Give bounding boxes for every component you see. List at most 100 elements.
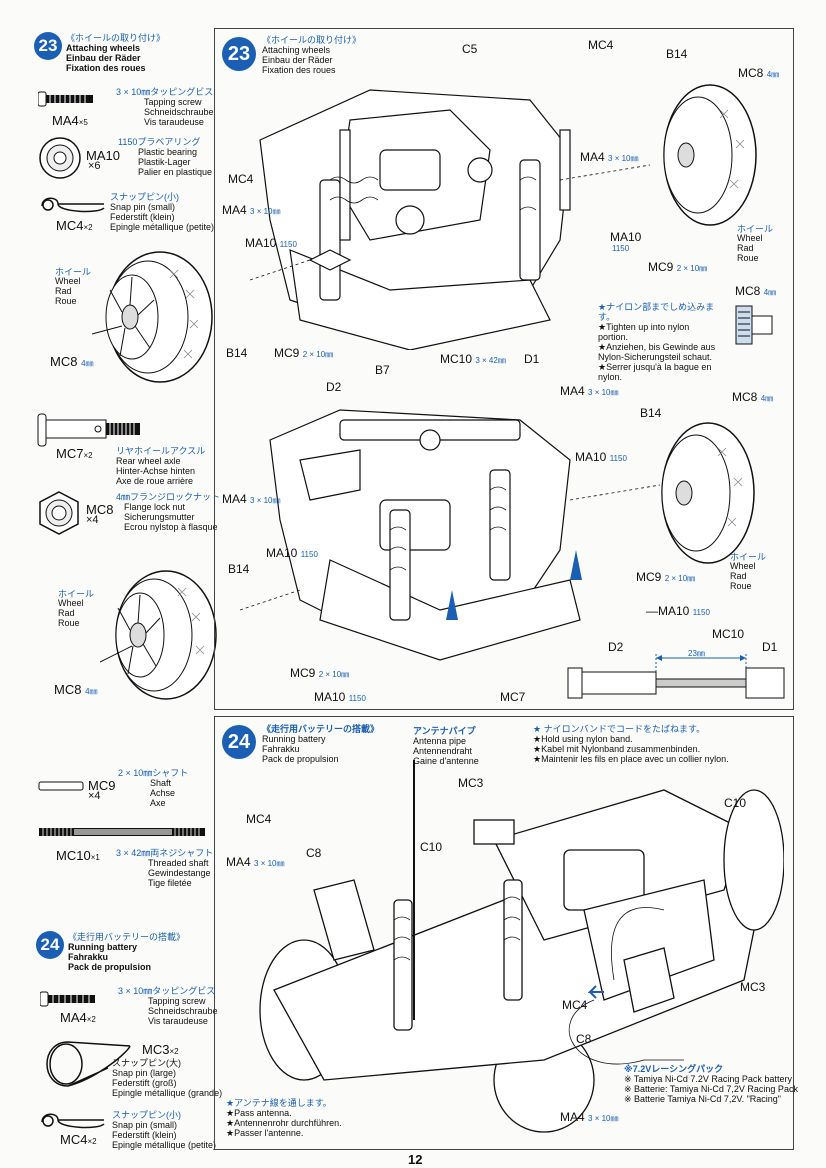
label-mc3-top: MC3 [458,776,484,790]
panel-23-badge: 23 [222,37,256,71]
battery-en: ※ Tamiya Ni-Cd 7.2V Racing Pack battery [624,1074,792,1084]
part-qty-ma10: ×6 [88,160,101,172]
part-fr-mc4-24: Epingle métallique (petite) [112,1140,217,1150]
label-ma10-lower-left: MA10 1150 [266,546,318,560]
part-de-ma4-24: Schneidschraube [148,1006,218,1016]
front-chassis-illustration [249,89,650,350]
nylon-band-en: ★Hold using nylon band. [533,734,633,744]
part-code-mc10: MC10×1 [56,848,100,863]
wheel-en-right: Wheel [737,233,763,243]
part-spec-mc10: 3 × 42㎜両ネジシャフト [116,848,214,858]
nylon-note-de: ★Anziehen, bis Gewinde aus Nylon-Sicheru… [598,342,716,362]
part-desc-mc8: 4㎜フランジロックナット Flange lock nut Sicherungsm… [116,492,220,532]
pass-antenna-note: ★アンテナ線を通します。 ★Pass antenna. ★Antennenroh… [226,1098,342,1138]
label-mc9-lower-left: MC9 2 × 10㎜ [290,666,350,680]
panel-24-title-de: Fahrakku [262,744,300,754]
snap-pin-small-icon-2 [41,1113,105,1129]
label-ma4-24-bottom: MA4 3 × 10㎜ [560,1110,619,1124]
wheel-en-right2: Wheel [730,561,756,571]
nylon-note-fr: ★Serrer jusqu'à la bague en nylon. [598,362,712,382]
part-fr-mc10: Tige filetée [148,878,192,888]
label-c10-top: C10 [724,796,747,810]
label-mc8-left2: MC8 4㎜ [54,682,98,697]
label-ma10-upper-right: MA10 [610,230,642,244]
panel-23-title-en: Attaching wheels [262,45,331,55]
label-ma4-lower-left: MA4 3 × 10㎜ [222,492,281,506]
panel-24-title-jp: 《走行用バッテリーの搭載》 [262,724,380,734]
step-24-title-en: Running battery [68,942,137,952]
part-en-mc4: Snap pin (small) [110,202,176,212]
part-spec-mc9: 2 × 10㎜シャフト [118,768,189,778]
part-desc-mc7: リヤホイールアクスル Rear wheel axle Hinter-Achse … [116,446,205,486]
pass-antenna-fr: ★Passer l'antenne. [226,1128,304,1138]
dimension-23mm: 23㎜ [688,649,705,658]
label-ma4-upper-right: MA4 3 × 10㎜ [580,150,639,164]
label-c8-bottom: C8 [576,1032,592,1046]
wheel-label-jp-right2: ホイール [730,552,767,562]
part-en-mc3: Snap pin (large) [112,1068,177,1078]
label-mc9-upper-right: MC9 2 × 10㎜ [648,260,708,274]
part-code-mc8: MC8 [86,502,114,517]
rear-chassis-illustration [240,409,660,661]
step-24-title-fr: Pack de propulsion [68,962,152,972]
nylon-band-fr: ★Maintenir les fils en place avec un col… [533,754,729,764]
snap-pin-small-icon [41,197,105,213]
label-mc3-right: MC3 [740,980,766,994]
part-en-ma10: Plastic bearing [138,147,198,157]
label-mc8-left: MC8 4㎜ [50,354,94,369]
front-wheel-left-icon [91,251,213,383]
label-d1: D1 [524,352,540,366]
step-24-badge: 24 [36,931,64,959]
label-mc10-detail: MC10 [712,627,745,641]
part-en-ma4-24: Tapping screw [148,996,206,1006]
pass-antenna-jp: ★アンテナ線を通します。 [226,1098,332,1108]
part-code-ma10: MA10 [86,148,120,163]
part-desc-mc4-24: スナップピン(小) Snap pin (small) Federstift (k… [112,1110,216,1150]
part-spec-mc3: スナップピン(大) [112,1058,181,1068]
flange-nut-icon [39,491,79,535]
dimension-detail-icon [567,654,785,699]
car-battery-illustration [259,760,784,1133]
pass-antenna-de: ★Antennenrohr durchführen. [226,1118,342,1128]
step-24-frame [214,716,794,1150]
part-spec-mc4: スナップピン(小) [110,192,179,202]
label-ma10-lower-mid: —MA10 1150 [646,604,710,618]
part-desc-ma10: 1150プラベアリング Plastic bearing Plastik-Lage… [118,137,212,177]
wheel-de-right: Rad [737,243,754,253]
part-code-ma4-24: MA4×2 [60,1010,96,1025]
part-spec-mc8: 4㎜フランジロックナット [116,492,221,502]
part-en-mc7: Rear wheel axle [116,456,181,466]
part-fr-mc7: Axe de roue arrière [116,476,194,486]
nylon-band-jp: ★ ナイロンバンドでコードをたばねます。 [533,724,706,734]
nylon-band-note: ★ ナイロンバンドでコードをたばねます。 ★Hold using nylon b… [533,724,729,764]
tapping-screw-icon-2 [40,991,95,1007]
antenna-jp: アンテナパイプ [413,726,476,736]
battery-fr: ※ Batterie Tamiya Ni-Cd 7,2V. "Racing" [624,1094,781,1104]
step-23-title-de: Einbau der Räder [66,53,141,63]
wheel-de-right2: Rad [730,571,747,581]
part-de-mc3: Federstift (groß) [112,1078,177,1088]
step-24-title-de: Fahrakku [68,952,109,962]
wheel-en-left: Wheel [55,276,81,286]
part-fr-ma10: Palier en plastique [138,167,213,177]
part-desc-mc3: スナップピン(大) Snap pin (large) Federstift (g… [112,1058,222,1098]
label-mc9-lower-right: MC9 2 × 10㎜ [636,570,696,584]
label-mc8-top: MC8 4㎜ [738,66,780,80]
label-mc7: MC7 [500,690,526,704]
part-en-ma4: Tapping screw [144,97,202,107]
wheel-fr-left: Roue [55,296,77,306]
step-23-frame [214,28,794,710]
label-b14-lower: B14 [640,406,662,420]
wheel-en-left2: Wheel [58,598,84,608]
label-mc9-upper-left: MC9 2 × 10㎜ [274,346,334,360]
part-fr-ma4: Vis taraudeuse [144,117,204,127]
label-ma10-lower-right: MA10 1150 [575,450,627,464]
part-de-mc8: Sicherungsmutter [124,512,195,522]
panel-24-badge: 24 [222,725,256,759]
part-code-ma4: MA4×5 [52,113,88,128]
label-mc4-24-top: MC4 [246,812,272,826]
part-de-mc7: Hinter-Achse hinten [116,466,196,476]
tapping-screw-icon [38,91,93,107]
wheel-label-right2: Wheel Rad Roue [730,561,756,591]
label-mc8-detail: MC8 4㎜ [735,284,777,298]
